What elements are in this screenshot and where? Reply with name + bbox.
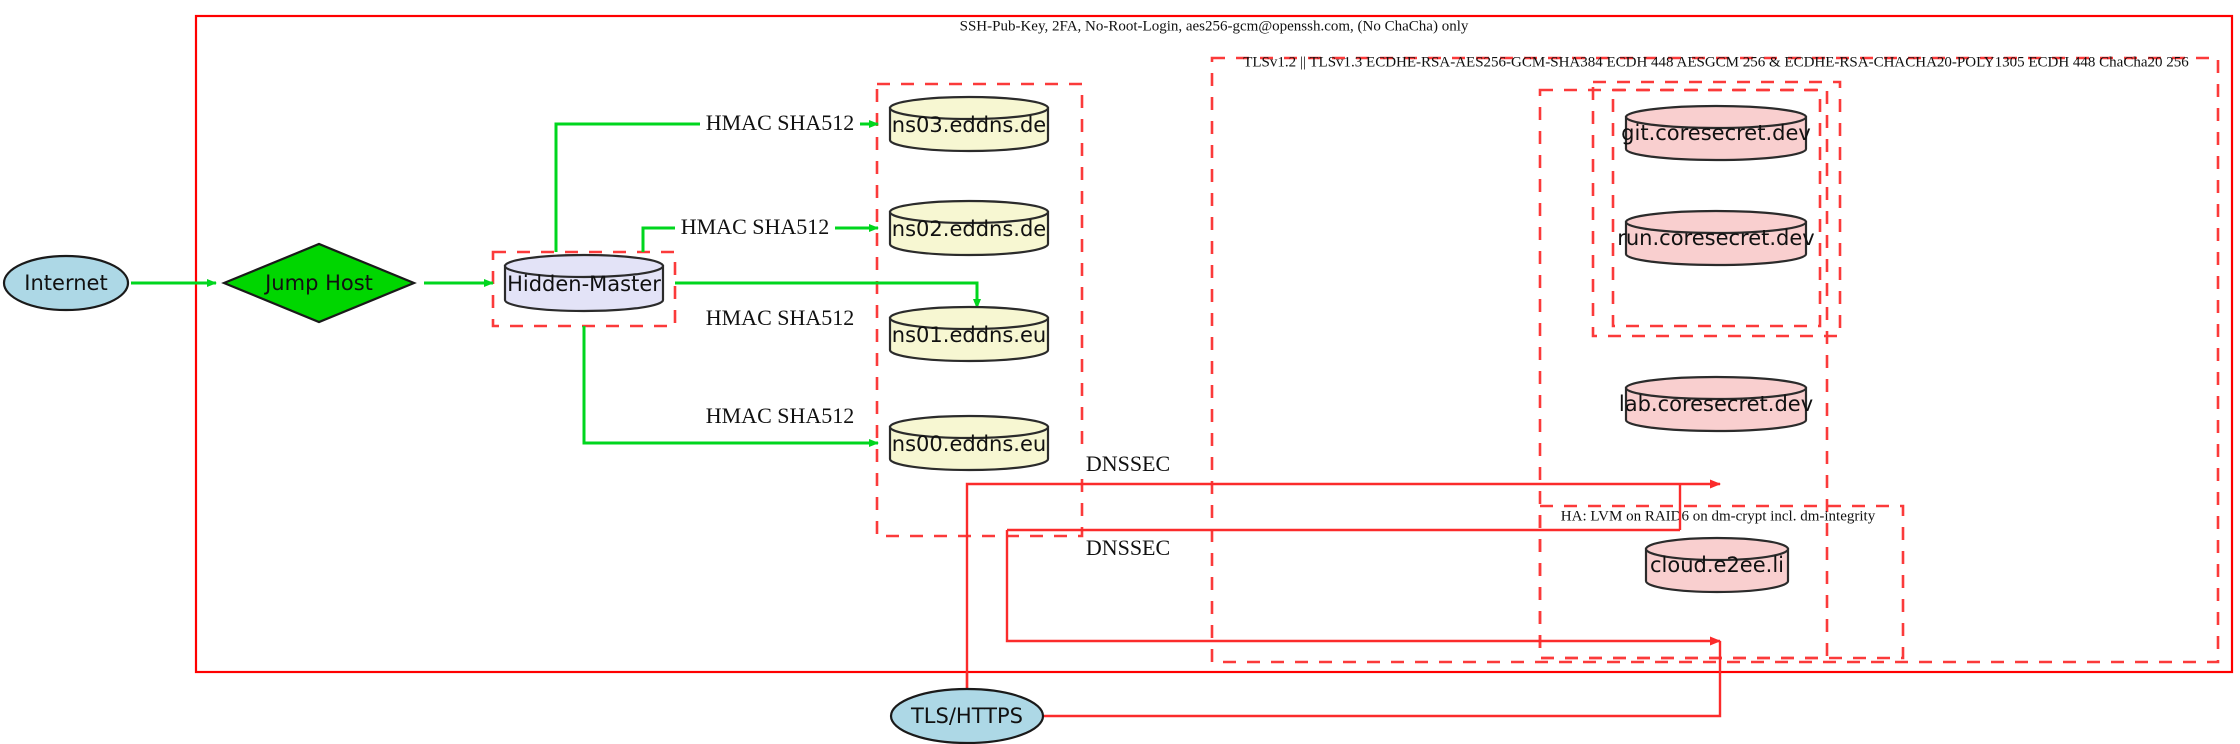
node-ns00[interactable]: ns00.eddns.eu [888,414,1050,472]
edge-label-dnssec-lower: DNSSEC [1086,535,1170,560]
node-ns02-label: ns02.eddns.de [892,217,1046,241]
node-hidden-master-label: Hidden-Master [507,272,661,296]
edge-label-hmac-ns01: HMAC SHA512 [706,305,855,330]
node-jump-host-label: Jump Host [263,271,373,295]
cluster-nameservers-box [875,82,1084,538]
cluster-services-box [1538,88,1829,660]
node-lab-coresecret-dev[interactable]: lab.coresecret.dev [1619,375,1813,433]
node-internet[interactable]: Internet [2,254,130,312]
node-ns01-label: ns01.eddns.eu [892,323,1046,347]
node-tls-https-label: TLS/HTTPS [910,704,1023,728]
edge-tls-https-to-services-upper [965,479,1721,700]
cluster-tls-label: TLSv1.2 || TLSv1.3 ECDHE-RSA-AES256-GCM-… [1243,54,2189,70]
node-ns03-label: ns03.eddns.de [892,113,1046,137]
node-internet-label: Internet [24,271,107,295]
node-tls-https[interactable]: TLS/HTTPS [889,687,1045,744]
cluster-ssh-label: SSH-Pub-Key, 2FA, No-Root-Login, aes256-… [960,18,1469,34]
node-run-coresecret-dev[interactable]: run.coresecret.dev [1617,209,1815,267]
cluster-ssh-outer-box [194,14,2234,674]
node-git-coresecret-dev[interactable]: git.coresecret.dev [1621,104,1811,162]
node-lab-coresecret-dev-label: lab.coresecret.dev [1619,392,1813,416]
node-cloud-e2ee-li-label: cloud.e2ee.li [1650,553,1784,577]
node-cloud-e2ee-li[interactable]: cloud.e2ee.li [1644,536,1790,594]
node-jump-host[interactable]: Jump Host [221,242,417,324]
cluster-coresecret-box [1591,80,1842,338]
edge-label-hmac-ns02: HMAC SHA512 [681,214,830,239]
node-hidden-master[interactable]: Hidden-Master [503,253,665,313]
cluster-tls-box [1210,56,2220,664]
edge-tls-https-right-stub [1043,641,1722,718]
edge-label-dnssec-upper: DNSSEC [1086,451,1170,476]
node-ns00-label: ns00.eddns.eu [892,432,1046,456]
edge-hidden-master-to-ns00 [582,326,879,447]
edge-label-group: HMAC SHA512 HMAC SHA512 HMAC SHA512 HMAC… [675,110,1183,560]
edge-tls-https-to-services-mid [1005,530,1721,646]
node-ns03[interactable]: ns03.eddns.de [888,95,1050,153]
node-ns01[interactable]: ns01.eddns.eu [888,305,1050,363]
cluster-ha-label: HA: LVM on RAID6 on dm-crypt incl. dm-in… [1561,508,1876,524]
node-ns02[interactable]: ns02.eddns.de [888,199,1050,257]
edge-label-hmac-ns00: HMAC SHA512 [706,403,855,428]
edge-hidden-master-to-ns01 [675,281,981,309]
node-git-coresecret-dev-label: git.coresecret.dev [1621,121,1811,145]
node-run-coresecret-dev-label: run.coresecret.dev [1617,226,1815,250]
edge-label-hmac-ns03: HMAC SHA512 [706,110,855,135]
